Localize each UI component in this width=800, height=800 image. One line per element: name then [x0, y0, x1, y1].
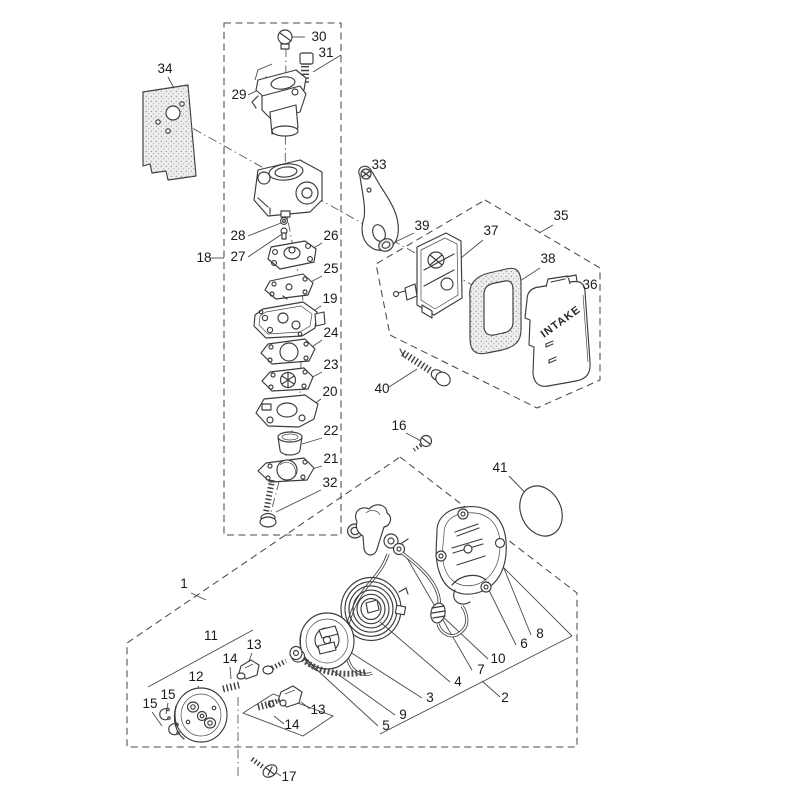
- part-label-41: 41: [492, 460, 507, 475]
- pump-body-19: [253, 301, 326, 339]
- part-label-19: 19: [322, 291, 337, 306]
- part-label-36: 36: [582, 277, 597, 292]
- part-label-5: 5: [382, 718, 390, 733]
- part-label-35: 35: [553, 208, 568, 223]
- part-label-31: 31: [318, 45, 333, 60]
- part-label-21: 21: [323, 451, 338, 466]
- part-label-18: 18: [196, 250, 211, 265]
- clutch-bolt-washer: [262, 645, 303, 675]
- part-label-27: 27: [230, 249, 245, 264]
- part-label-16: 16: [391, 418, 406, 433]
- part-label-14: 14: [222, 651, 238, 666]
- air-cleaner-base-37: [392, 232, 463, 319]
- part-label-15: 15: [160, 687, 175, 702]
- center-axes: [177, 47, 557, 779]
- cup-22: [277, 431, 303, 456]
- part-label-14: 14: [284, 717, 300, 732]
- clutch-spring-14a: [222, 681, 240, 693]
- seal-ring-39: [378, 238, 394, 252]
- primer-pump-assembly: [251, 29, 314, 137]
- bracket-33: [358, 165, 399, 251]
- part-label-26: 26: [323, 228, 338, 243]
- carburetor-group-box-18: [223, 22, 342, 536]
- gasket-24: [260, 338, 316, 365]
- part-label-10: 10: [490, 651, 505, 666]
- part-label-32: 32: [322, 475, 337, 490]
- part-label-11: 11: [204, 628, 218, 643]
- carburetor-body: [253, 159, 323, 218]
- part-label-28: 28: [230, 228, 245, 243]
- shoe-spring-bracket: [242, 693, 334, 737]
- plate-21: [257, 457, 315, 483]
- screw-17: [250, 756, 278, 778]
- air-filter-cover-36: INTAKE: [524, 274, 591, 387]
- metering-cover-26: [267, 240, 317, 270]
- part-label-29: 29: [231, 87, 246, 102]
- part-label-3: 3: [426, 690, 434, 705]
- gasket-plate-34: [142, 84, 197, 181]
- part-label-8: 8: [536, 626, 544, 641]
- part-label-15: 15: [142, 696, 157, 711]
- part-label-2: 2: [501, 690, 509, 705]
- clutch-drum-12: [173, 687, 228, 743]
- screw-32: [259, 479, 277, 528]
- clutch-shoe-13a: [236, 659, 260, 680]
- part-label-7: 7: [477, 662, 485, 677]
- part-label-13: 13: [246, 637, 261, 652]
- bolt-31: [299, 52, 314, 84]
- part-label-34: 34: [157, 61, 173, 76]
- recoil-spring: [340, 576, 409, 642]
- part-label-40: 40: [374, 381, 389, 396]
- starter-pulley: [290, 612, 367, 677]
- part-label-24: 24: [323, 325, 339, 340]
- oring-28-valve-27: [280, 217, 288, 240]
- screw-16: [412, 434, 433, 452]
- part-label-12: 12: [188, 669, 203, 684]
- rope-coil: [300, 656, 367, 677]
- diaphragm-23: [261, 367, 314, 392]
- part-label-33: 33: [371, 157, 386, 172]
- air-filter-group-box-35: [375, 199, 601, 409]
- part-label-25: 25: [323, 261, 338, 276]
- part-label-1: 1: [180, 576, 188, 591]
- part-label-22: 22: [323, 423, 338, 438]
- leader-lines: [147, 36, 584, 777]
- part-label-39: 39: [414, 218, 429, 233]
- starter-housing: [435, 506, 507, 605]
- rope-grommet: [430, 602, 446, 624]
- screw-40: [399, 348, 451, 387]
- gasket-25: [264, 273, 314, 300]
- filter-element-38: [469, 267, 522, 355]
- part-label-6: 6: [520, 636, 528, 651]
- group-boxes: [126, 22, 601, 748]
- carburetor-half-20: [255, 394, 319, 428]
- part-label-17: 17: [281, 769, 296, 784]
- starter-bracket-2: [379, 635, 573, 735]
- part-label-37: 37: [483, 223, 498, 238]
- part-label-20: 20: [322, 384, 337, 399]
- cover-pad-41: [519, 485, 563, 537]
- part-label-30: 30: [311, 29, 326, 44]
- part-label-13: 13: [310, 702, 325, 717]
- starter-clutch-group-box-1: [126, 456, 578, 748]
- part-label-9: 9: [399, 707, 407, 722]
- clutch-bracket-11: [147, 629, 254, 688]
- snap-clips-15: [159, 707, 180, 736]
- part-label-38: 38: [540, 251, 555, 266]
- starter-handle: [346, 504, 409, 556]
- clutch-spring-14b: [257, 699, 275, 711]
- part-label-23: 23: [323, 357, 338, 372]
- part-label-4: 4: [454, 674, 462, 689]
- rope-roller: [383, 533, 399, 549]
